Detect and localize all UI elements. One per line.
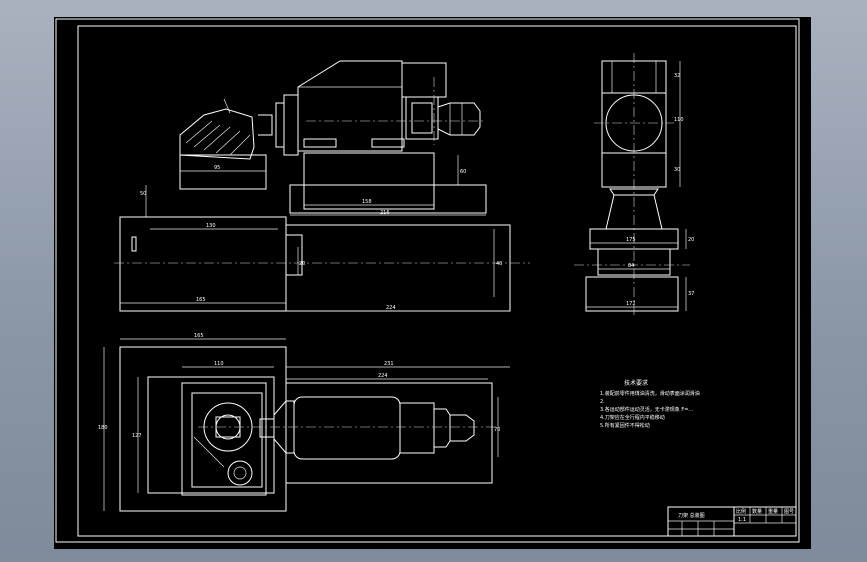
housing-top [297,60,403,152]
top-view: 165 110 231 224 180 127 70 [98,333,510,512]
title-block: 刀架 总装图 比例 数量 重量 图号 1:1 [667,506,797,537]
titleblock-cell-2: 数量 [752,508,762,515]
inner-frame [77,25,797,537]
dim-231: 231 [384,361,394,367]
side-view: 32 110 30 175 20 84 37 172 [574,53,694,317]
titleblock-cell-1: 比例 [736,508,746,515]
note-line-3: 3.各运动部件运动灵活，无卡滞现象 F=... [600,406,694,413]
outer-frame [55,18,800,543]
bed-boss [285,234,303,276]
top-toolpost-inner [191,392,263,488]
dim-175: 175 [626,237,636,243]
dim-110: 110 [214,361,224,367]
dim-37: 37 [688,291,694,297]
saddle-base [289,184,487,214]
note-line-4: 4.刀架应在全行程内平稳移动 [600,414,665,421]
motor-cover-inner [411,102,433,134]
toolpost-block [179,154,267,190]
motor-end [437,102,481,136]
bed-right [285,224,511,312]
front-view: 95 50 130 158 216 165 224 20 40 60 [114,60,530,312]
flange-nose [275,102,285,148]
leader [223,98,231,114]
dim-95: 95 [214,165,220,171]
dim-32: 32 [674,73,680,79]
dim-172: 172 [626,301,636,307]
top-spindle [293,396,401,460]
dim-30: 30 [674,167,680,173]
motor-ribs [449,103,463,135]
cad-viewport[interactable]: 95 50 130 158 216 165 224 20 40 60 [54,17,811,549]
flange [283,94,299,156]
notes-title: 技术要求 [624,379,648,387]
dim-224-top: 224 [378,373,388,379]
titleblock-scale: 1:1 [738,517,746,523]
top-bed-outline [285,382,493,484]
bed-bolt [131,236,137,252]
titleblock-cell-4: 图号 [784,509,794,515]
top-bolt [227,460,253,486]
dim-84: 84 [628,263,634,269]
toolpost-collar [258,114,273,136]
slot-right [371,138,405,148]
dim-130: 130 [206,223,216,229]
top-base [119,346,287,512]
motor-box [401,62,447,98]
titleblock-cell-3: 重量 [768,508,778,515]
top-motor-cap [450,414,475,442]
titleblock-name: 刀架 总装图 [678,512,705,519]
dim-20: 20 [299,261,305,267]
drawing-canvas: 95 50 130 158 216 165 224 20 40 60 [55,18,800,543]
dim-40: 40 [496,261,502,267]
dim-60: 60 [460,169,466,175]
note-line-1: 1.装配前零件用煤油清洗，滑动表面涂润滑油 [600,390,700,397]
top-toolpost [181,382,267,496]
dim-165-top: 165 [194,333,204,339]
saddle [303,152,435,210]
tool-inserts [185,120,251,156]
top-chamfer [193,436,225,468]
top-bolt-inner [233,466,247,480]
dim-216: 216 [380,210,390,216]
slot-left [303,138,337,148]
dim-127: 127 [132,433,142,439]
dim-110-side: 110 [674,117,684,123]
dim-180: 180 [98,425,108,431]
dim-70: 70 [494,427,500,433]
top-plate [147,376,275,494]
note-line-5: 5.所有紧固件不得松动 [600,422,650,429]
top-motor-end [433,408,451,448]
dim-165: 165 [196,297,206,303]
top-motor [399,402,435,454]
technical-notes: 技术要求 1.装配前零件用煤油清洗，滑动表面涂润滑油 2. 3.各运动部件运动灵… [600,379,700,429]
dim-224: 224 [386,305,396,311]
dim-20-side: 20 [688,237,694,243]
dim-50: 50 [140,191,146,197]
side-base [585,276,679,312]
note-line-2: 2. [600,399,605,405]
dim-158: 158 [362,199,372,205]
tool-holder [179,108,255,160]
